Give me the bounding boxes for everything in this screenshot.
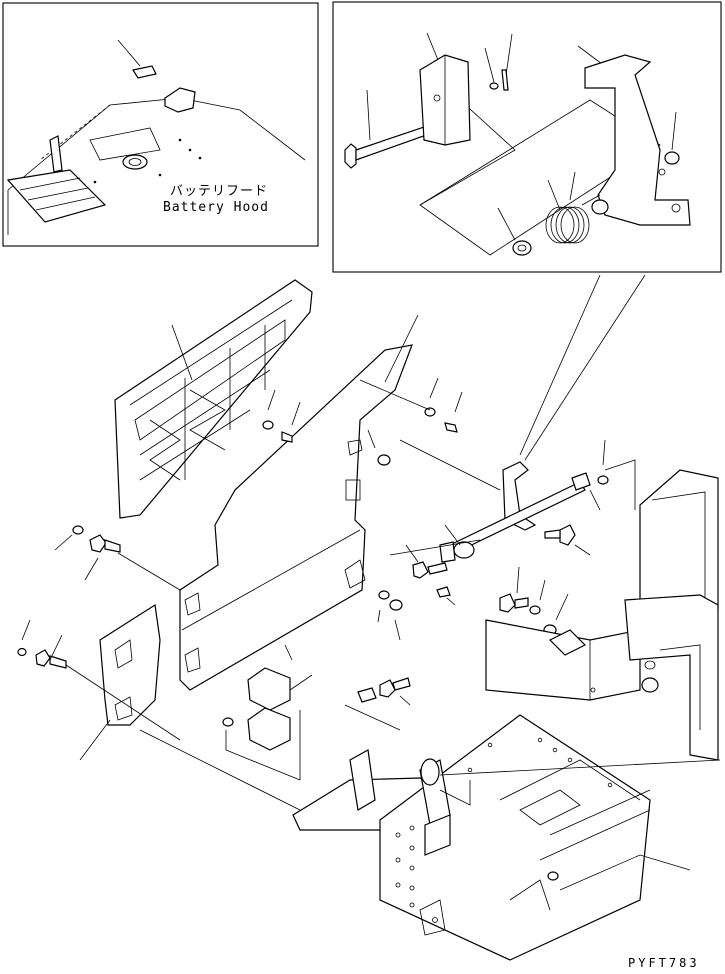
lever-shaft-assembly bbox=[439, 461, 591, 563]
washer-3 bbox=[597, 475, 609, 485]
washer-center-2 bbox=[424, 407, 436, 417]
bolt-left-1 bbox=[89, 534, 121, 553]
screw-center-2 bbox=[444, 422, 458, 433]
washer-hinge bbox=[222, 717, 234, 727]
screw-middle bbox=[436, 586, 451, 598]
battery-hood-label-en: Battery Hood bbox=[163, 200, 269, 215]
latch-detail-inset bbox=[332, 1, 722, 273]
battery-hood-label-jp: バッテリフード bbox=[170, 184, 269, 199]
lower-guard-bracket bbox=[99, 603, 161, 726]
nut-1 bbox=[377, 454, 391, 466]
pin bbox=[501, 69, 509, 91]
collar bbox=[512, 240, 532, 256]
bolt-right-2 bbox=[499, 593, 529, 613]
cab-frame bbox=[624, 469, 719, 761]
main-exploded-view bbox=[17, 279, 721, 961]
hood-ring bbox=[122, 154, 148, 170]
base-frame bbox=[292, 714, 651, 961]
figure-code: PYFT783 bbox=[628, 956, 700, 970]
side-cover bbox=[179, 344, 413, 691]
hood-latch bbox=[164, 87, 196, 113]
bolt-plate bbox=[379, 677, 411, 698]
torsion-spring bbox=[545, 179, 601, 244]
spacer bbox=[664, 151, 680, 165]
roller bbox=[591, 199, 609, 215]
bolt-right-1 bbox=[544, 524, 576, 546]
stay-rod bbox=[49, 135, 63, 173]
bolt-middle bbox=[412, 561, 448, 579]
plate bbox=[357, 687, 377, 703]
washer-right bbox=[529, 605, 541, 615]
washer-left-1 bbox=[72, 525, 84, 535]
screw-center-1 bbox=[281, 431, 293, 443]
mesh-grille bbox=[114, 279, 313, 519]
nut-2 bbox=[389, 599, 403, 611]
inset-frame-right bbox=[332, 1, 722, 273]
washer-2 bbox=[378, 590, 390, 600]
washer-left-2 bbox=[17, 647, 27, 657]
label-plate bbox=[132, 65, 157, 79]
latch-lever bbox=[584, 54, 691, 226]
battery-hood-inset bbox=[2, 2, 319, 247]
inset-frame-left bbox=[2, 2, 319, 247]
front-plate bbox=[485, 619, 641, 701]
hinge-bracket bbox=[225, 667, 301, 781]
washer-center-1 bbox=[262, 420, 274, 430]
bolt-left-2 bbox=[35, 649, 67, 669]
bolt-shank bbox=[355, 124, 433, 161]
washer bbox=[489, 82, 499, 90]
hood-panel bbox=[6, 169, 107, 223]
bolt-head bbox=[344, 143, 357, 169]
